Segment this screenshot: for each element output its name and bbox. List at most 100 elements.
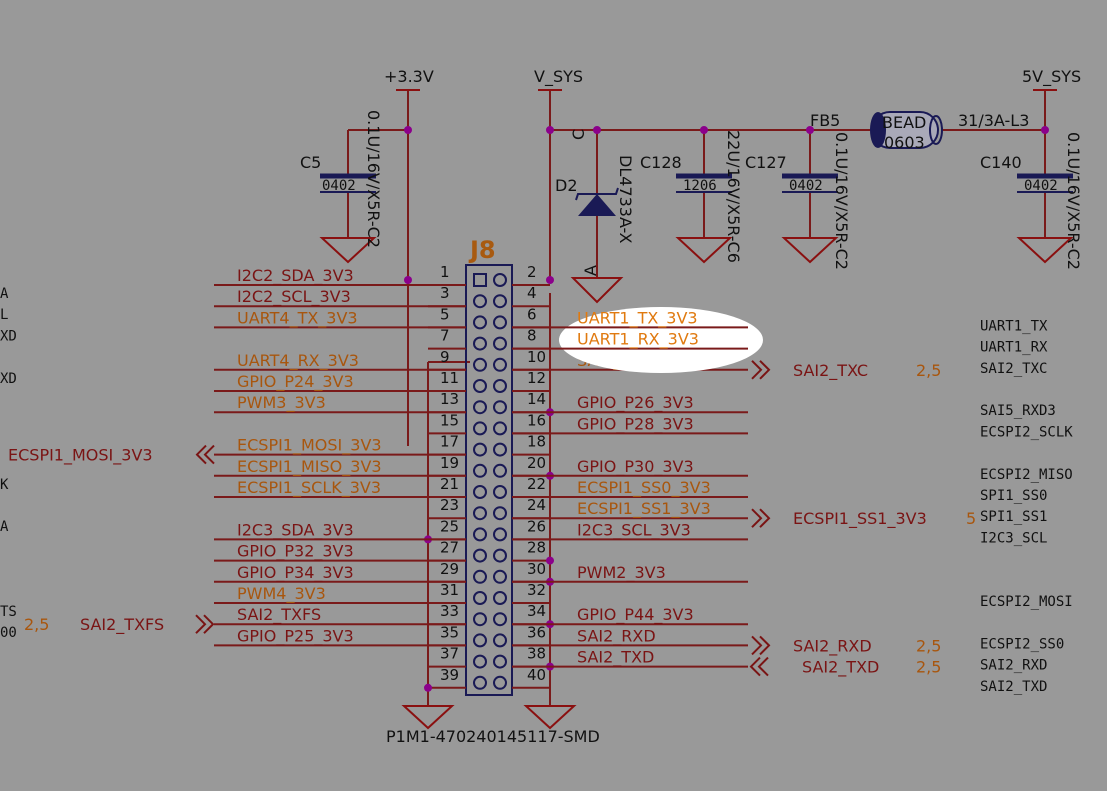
pin-right-circle xyxy=(493,336,507,351)
port-page-ref: 5 xyxy=(966,509,976,528)
net-label-right: SAI2_TXD xyxy=(577,648,654,668)
connector-body xyxy=(465,264,513,696)
net-label-left: ECSPI1_SCLK_3V3 xyxy=(237,478,381,498)
pin-right-circle xyxy=(493,421,507,436)
c127-value: 0.1U/16V/X5R-C2 xyxy=(832,132,851,270)
pin-number-right: 12 xyxy=(527,369,546,387)
c140-pkg: 0402 xyxy=(1024,178,1058,194)
pin-number-left: 37 xyxy=(440,645,459,663)
pin-right-circle xyxy=(493,569,507,584)
far-right-label: UART1_TX xyxy=(980,318,1048,334)
net-label-right: GPIO_P44_3V3 xyxy=(577,605,694,625)
pin-left-circle xyxy=(473,612,487,627)
c5-value: 0.1U/16V/X5R-C2 xyxy=(364,110,383,248)
net-label-right: GPIO_P28_3V3 xyxy=(577,414,694,434)
pin-number-left: 21 xyxy=(440,475,459,493)
pin-number-left: 13 xyxy=(440,390,459,408)
d2-ref: D2 xyxy=(555,176,578,195)
pin-number-left: 25 xyxy=(440,517,459,535)
pin-right-circle xyxy=(493,463,507,478)
pin-number-left: 11 xyxy=(440,369,459,387)
junction-dot xyxy=(593,126,601,134)
fb5-type: BEAD xyxy=(882,113,926,132)
far-right-label: UART1_RX xyxy=(980,340,1048,356)
edge-fragment: A xyxy=(0,286,9,302)
pin-1-square xyxy=(473,273,487,287)
pin-number-left: 15 xyxy=(440,411,459,429)
pin-number-right: 28 xyxy=(527,539,546,557)
net-label-left: ECSPI1_MOSI_3V3 xyxy=(237,436,382,456)
junction-dot xyxy=(424,683,432,692)
junction-dot xyxy=(700,126,708,134)
pin-number-right: 2 xyxy=(527,263,537,281)
net-label-left: I2C2_SDA_3V3 xyxy=(237,266,354,286)
pin-number-right: 6 xyxy=(527,305,537,323)
net-label-left: GPIO_P24_3V3 xyxy=(237,372,354,392)
pin-number-left: 29 xyxy=(440,560,459,578)
pin-right-circle xyxy=(493,591,507,605)
pin-number-right: 24 xyxy=(527,496,546,514)
port-chevron xyxy=(195,444,207,465)
d2-anode: A xyxy=(581,265,600,276)
pin-left-circle xyxy=(473,527,487,542)
net-label-highlight: UART1_RX_3V3 xyxy=(577,330,699,350)
far-right-label: ECSPI2_MOSI xyxy=(980,594,1073,610)
net-label-left: UART4_TX_3V3 xyxy=(237,308,358,328)
port-page-ref: 2,5 xyxy=(24,615,49,634)
pin-right-circle xyxy=(493,548,507,563)
pin-left-circle xyxy=(473,400,487,415)
port-label: ECSPI1_MOSI_3V3 xyxy=(8,446,153,466)
port-chevron xyxy=(751,635,763,656)
capacitors xyxy=(320,173,1073,193)
pin-number-right: 4 xyxy=(527,284,537,302)
rail-v33: +3.3V xyxy=(384,67,434,86)
pin-left-circle xyxy=(473,591,487,605)
port-chevron xyxy=(751,508,763,528)
pin-number-left: 23 xyxy=(440,496,459,514)
pin-number-right: 10 xyxy=(527,348,546,366)
pin-right-circle xyxy=(493,485,507,499)
pin-right-circle xyxy=(493,675,507,690)
junction-dot xyxy=(404,276,412,284)
pin-left-circle xyxy=(473,442,487,457)
port-label: SAI2_TXC xyxy=(793,361,868,381)
pin-number-left: 33 xyxy=(440,602,459,620)
wires xyxy=(347,90,1046,706)
net-label-left: GPIO_P32_3V3 xyxy=(237,542,354,562)
port-chevron xyxy=(759,508,771,528)
c128-pkg: 1206 xyxy=(683,178,717,194)
port-label: ECSPI1_SS1_3V3 xyxy=(793,509,927,529)
port-page-ref: 2,5 xyxy=(916,658,941,677)
port-chevron xyxy=(749,656,761,677)
pin-number-right: 30 xyxy=(527,560,546,578)
pin-left-circle xyxy=(473,315,487,330)
pin-number-left: 7 xyxy=(440,327,450,345)
d2-value: DL4733A-X xyxy=(616,155,635,244)
pin-left-circle xyxy=(473,357,487,372)
net-label-left: ECSPI1_MISO_3V3 xyxy=(237,457,382,477)
pin-number-right: 18 xyxy=(527,433,546,451)
net-label-left: GPIO_P25_3V3 xyxy=(237,626,354,646)
edge-fragment: TS xyxy=(0,604,17,620)
edge-fragment: A xyxy=(0,519,9,535)
port-label: SAI2_TXD xyxy=(802,658,879,678)
pin-number-right: 36 xyxy=(527,623,546,641)
pin-number-left: 27 xyxy=(440,539,459,557)
fb5-ref: FB5 xyxy=(810,111,840,130)
net-label-highlight: UART1_TX_3V3 xyxy=(577,308,698,328)
pin-left-circle xyxy=(473,654,487,669)
edge-fragment: K xyxy=(0,477,9,493)
pin-number-right: 22 xyxy=(527,475,546,493)
pin-right-circle xyxy=(493,654,507,669)
junction-dot xyxy=(806,126,814,134)
pin-number-left: 19 xyxy=(440,454,459,472)
net-labels: I2C2_SDA_3V3I2C2_SCL_3V3UART4_TX_3V3UART… xyxy=(214,266,748,668)
rail-5v: 5V_SYS xyxy=(1022,67,1081,87)
far-right-label: SAI2_TXC xyxy=(980,361,1047,377)
zener-diode xyxy=(575,187,619,216)
pin-left-circle xyxy=(473,548,487,563)
pin-number-left: 17 xyxy=(440,433,459,451)
